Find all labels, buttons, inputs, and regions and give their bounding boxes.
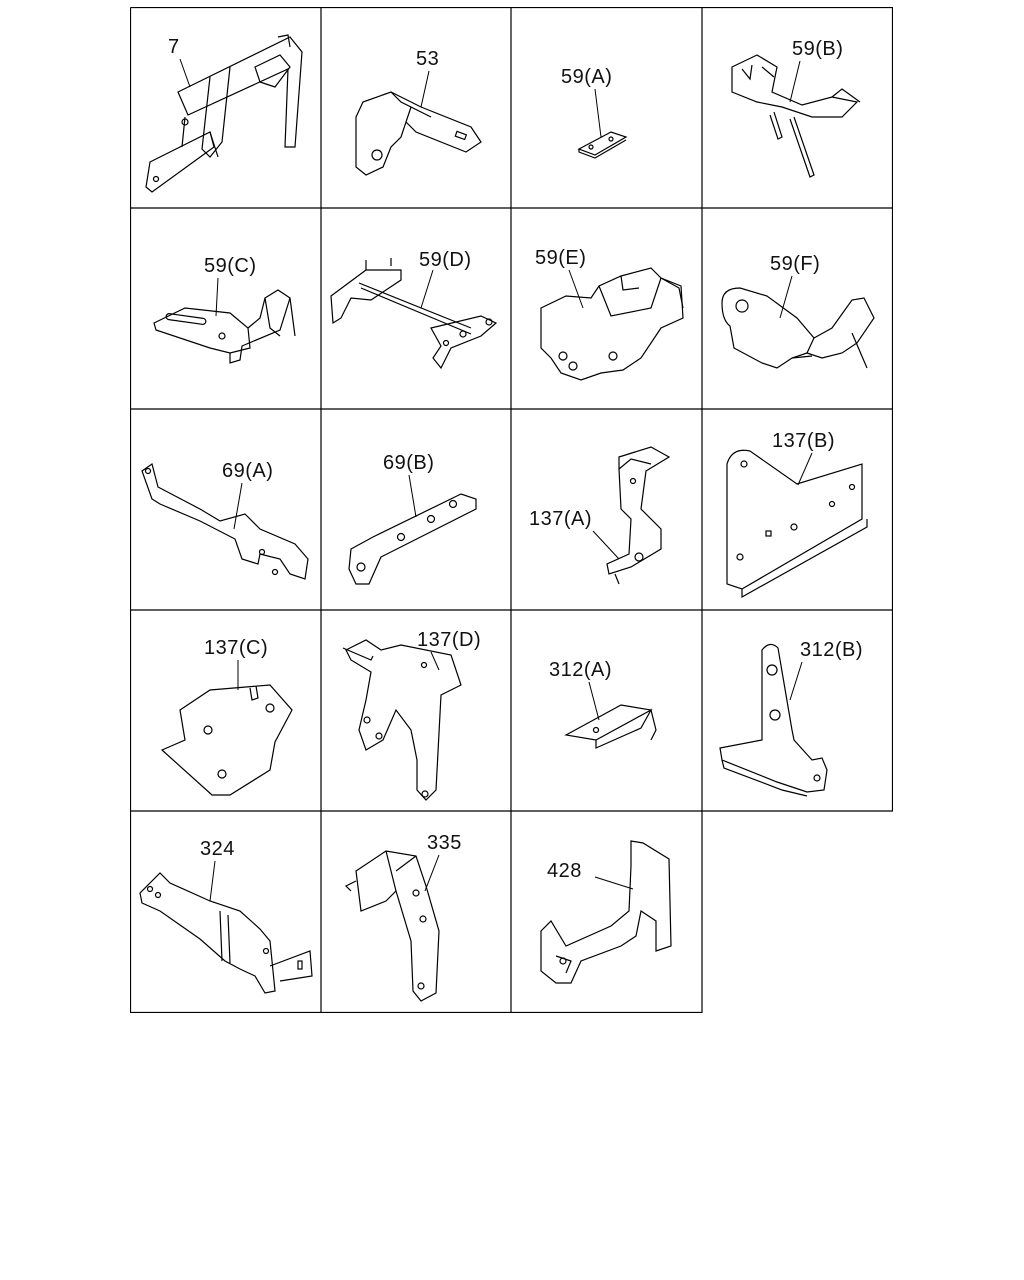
bracket-53-drawing <box>355 91 482 176</box>
grid-lines <box>130 7 893 1013</box>
part-cell-312b[interactable]: 312(B) <box>702 610 893 811</box>
part-label-59d: 59(D) <box>419 249 472 271</box>
part-label-53: 53 <box>416 48 440 70</box>
part-label-428: 428 <box>547 860 582 882</box>
part-label-312b: 312(B) <box>800 639 864 661</box>
part-label-59f: 59(F) <box>770 253 821 275</box>
part-cell-137d[interactable]: 137(D) <box>321 610 512 811</box>
part-label-312a: 312(A) <box>549 659 613 681</box>
part-cell-324[interactable]: 324 <box>130 811 321 1012</box>
bracket-312b-drawing <box>719 643 828 797</box>
bracket-59f-drawing <box>721 287 875 369</box>
bracket-137b-drawing <box>726 449 868 599</box>
part-label-335: 335 <box>427 832 462 854</box>
part-label-324: 324 <box>200 838 235 860</box>
part-cell-59f[interactable]: 59(F) <box>702 208 893 409</box>
part-cell-137c[interactable]: 137(C) <box>130 610 321 811</box>
part-label-137c: 137(C) <box>204 637 269 659</box>
bracket-59e-drawing <box>540 267 684 381</box>
bracket-69b-drawing <box>348 493 477 585</box>
part-cell-59d[interactable]: 59(D) <box>321 208 512 409</box>
bracket-69a-drawing <box>141 463 309 580</box>
part-cell-428[interactable]: 428 <box>511 811 702 1012</box>
part-label-137a: 137(A) <box>529 508 593 530</box>
part-cell-59b[interactable]: 59(B) <box>702 7 893 208</box>
part-label-7: 7 <box>168 36 180 58</box>
part-label-137b: 137(B) <box>772 430 836 452</box>
part-label-59a: 59(A) <box>561 66 613 88</box>
part-cell-335[interactable]: 335 <box>321 811 512 1012</box>
bracket-7-drawing <box>145 34 303 193</box>
bracket-137a-drawing <box>606 446 671 585</box>
part-label-69b: 69(B) <box>383 452 435 474</box>
bracket-324-drawing <box>139 872 313 994</box>
part-cell-69b[interactable]: 69(B) <box>321 409 512 610</box>
part-label-59c: 59(C) <box>204 255 257 277</box>
part-cell-69a[interactable]: 69(A) <box>130 409 321 610</box>
bracket-312a-drawing <box>564 704 657 749</box>
bracket-59b-drawing <box>731 54 861 178</box>
parts-grid: 7 53 59(A) <box>130 7 893 1013</box>
part-cell-53[interactable]: 53 <box>321 7 512 208</box>
bracket-137c-drawing <box>160 684 293 796</box>
bracket-59d-drawing <box>330 258 498 370</box>
bracket-428-drawing <box>540 840 672 984</box>
part-label-69a: 69(A) <box>222 460 274 482</box>
part-cell-59a[interactable]: 59(A) <box>511 7 702 208</box>
part-cell-7[interactable]: 7 <box>130 7 321 208</box>
part-label-59b: 59(B) <box>792 38 844 60</box>
bracket-335-drawing <box>344 850 440 1002</box>
part-label-59e: 59(E) <box>535 247 587 269</box>
part-cell-137a[interactable]: 137(A) <box>511 409 702 610</box>
part-cell-312a[interactable]: 312(A) <box>511 610 702 811</box>
part-cell-59e[interactable]: 59(E) <box>511 208 702 409</box>
part-cell-137b[interactable]: 137(B) <box>702 409 893 610</box>
part-cell-59c[interactable]: 59(C) <box>130 208 321 409</box>
part-label-137d: 137(D) <box>417 629 482 651</box>
bracket-137d-drawing <box>342 639 462 801</box>
bracket-59a-drawing <box>577 131 628 159</box>
bracket-59c-drawing <box>153 289 296 364</box>
